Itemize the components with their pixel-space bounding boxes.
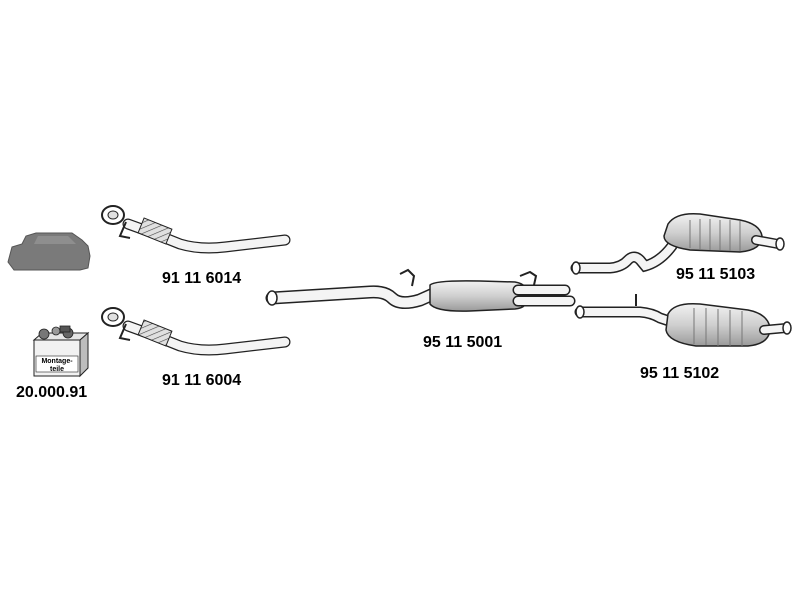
part-number-rear-silencer-lower: 95 11 5102: [640, 365, 719, 382]
front-pipe-upper-drawing: [101, 205, 291, 254]
part-number-mounting-kit: 20.000.91: [16, 384, 87, 401]
mounting-kit-box-icon: Montage- teile: [32, 325, 90, 378]
mounting-kit-label-line1: Montage-: [41, 358, 73, 365]
mounting-kit-label-line2: teile: [50, 366, 64, 373]
front-pipe-lower-drawing: [101, 307, 291, 356]
part-number-front-pipe-upper: 91 11 6014: [162, 270, 241, 287]
part-number-middle-silencer: 95 11 5001: [423, 334, 502, 351]
part-number-front-pipe-lower: 91 11 6004: [162, 372, 241, 389]
part-number-rear-silencer-upper: 95 11 5103: [676, 266, 755, 283]
car-silhouette-icon: [7, 232, 91, 271]
rear-silencer-upper-drawing: [570, 212, 785, 275]
middle-silencer-drawing: [265, 268, 576, 312]
rear-silencer-lower-drawing: [574, 294, 792, 347]
